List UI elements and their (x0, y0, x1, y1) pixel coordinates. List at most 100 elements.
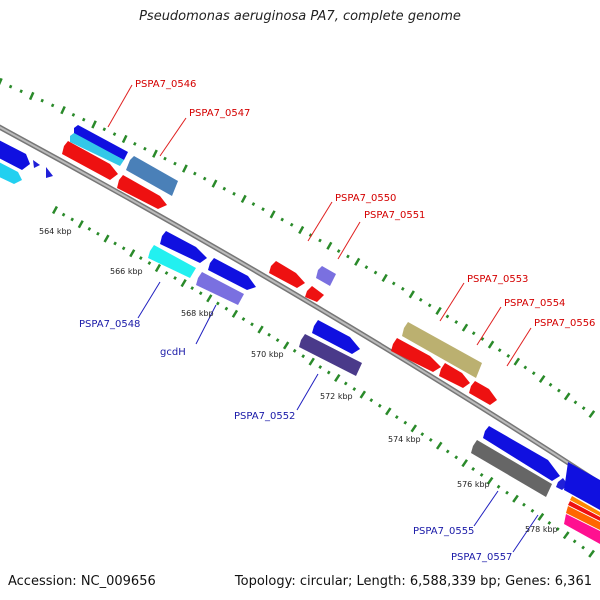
tick-mark (369, 398, 374, 403)
gene-label[interactable]: PSPA7_0554 (504, 298, 565, 309)
tick-mark (193, 171, 197, 176)
gene-arrow[interactable] (0, 138, 30, 170)
gene-arrow[interactable] (391, 338, 441, 372)
tick-mark (377, 403, 382, 408)
tick-mark (224, 306, 229, 311)
gene-arrow[interactable] (570, 496, 600, 516)
gene-arrow[interactable] (305, 286, 324, 302)
tick-mark (215, 301, 220, 306)
tick-mark (60, 105, 66, 115)
tick-mark (182, 164, 188, 173)
tick-mark (454, 455, 459, 460)
tick-mark (505, 490, 509, 495)
tick-mark (138, 256, 143, 261)
gene-arrow[interactable] (564, 462, 600, 510)
tick-mark (555, 527, 560, 532)
tick-mark (408, 290, 415, 299)
tick-mark (496, 484, 501, 489)
tick-mark (222, 186, 227, 191)
gene-arrow[interactable] (568, 501, 600, 521)
tick-mark (121, 246, 126, 251)
gene-arrow[interactable] (483, 426, 560, 481)
tick-mark (581, 545, 586, 550)
tick-mark (394, 415, 399, 419)
gene-arrow[interactable] (402, 322, 482, 378)
accession-label: Accession: NC_009656 (8, 574, 156, 589)
tick-mark (81, 117, 86, 122)
tick-mark (202, 176, 207, 181)
gene-label[interactable]: PSPA7_0551 (364, 210, 425, 221)
gene-arrow[interactable] (312, 320, 360, 354)
tick-mark (354, 257, 361, 266)
gene-arrow[interactable] (299, 334, 362, 376)
gene-label[interactable]: PSPA7_0546 (135, 79, 196, 90)
tick-mark (267, 332, 271, 337)
gene-arrow[interactable] (70, 133, 124, 166)
tick-label: 568 kbp (181, 309, 214, 318)
gene-arrow[interactable] (269, 261, 305, 288)
tick-mark (381, 273, 388, 283)
map-title: Pseudomonas aeruginosa PA7, complete gen… (139, 9, 461, 24)
gene-arrow[interactable] (0, 160, 22, 184)
tick-mark (77, 220, 84, 229)
tick-mark (163, 156, 167, 161)
tick-rings (0, 77, 596, 558)
tick-mark (522, 502, 526, 507)
tick-mark (537, 512, 545, 521)
tick-mark (102, 127, 107, 132)
gene-arrow[interactable] (196, 272, 244, 305)
gene-arrow[interactable] (208, 258, 256, 290)
gene-label[interactable]: PSPA7_0550 (335, 193, 396, 204)
tick-mark (51, 205, 59, 215)
tick-mark (445, 449, 450, 454)
tick-mark (461, 323, 469, 332)
gene-arrow[interactable] (439, 363, 470, 388)
tick-mark (480, 336, 485, 341)
tick-mark (385, 407, 392, 416)
tick-mark (403, 420, 408, 425)
tick-mark (28, 91, 35, 101)
gene-arrow[interactable] (62, 141, 118, 180)
gene-label[interactable]: PSPA7_0547 (189, 108, 250, 119)
tick-mark (428, 437, 433, 442)
tick-mark (435, 441, 443, 450)
gene-arrow[interactable] (469, 381, 497, 405)
gene-arrow[interactable] (160, 231, 207, 263)
tick-mark (334, 373, 341, 383)
tick-label: 574 kbp (388, 435, 421, 444)
gene-label[interactable]: PSPA7_0553 (467, 274, 528, 285)
gene-arrow[interactable] (117, 175, 167, 209)
gene-arrow[interactable] (46, 167, 53, 178)
tick-mark (241, 317, 246, 321)
gene-label[interactable]: PSPA7_0557 (451, 552, 512, 563)
tick-mark (211, 179, 218, 188)
gene-label[interactable]: PSPA7_0555 (413, 526, 474, 537)
gene-arrow[interactable] (316, 266, 336, 286)
tick-mark (479, 472, 484, 477)
tick-mark (280, 217, 285, 222)
tick-mark (292, 348, 297, 353)
gene-label[interactable]: PSPA7_0552 (234, 411, 295, 422)
gene-arrow[interactable] (33, 160, 40, 168)
gene-arrow[interactable] (564, 514, 600, 544)
tick-mark (547, 520, 552, 525)
gene-arrow[interactable] (126, 156, 178, 196)
tick-mark (70, 217, 75, 222)
tick-mark (298, 225, 305, 235)
gene-label[interactable]: PSPA7_0556 (534, 318, 595, 329)
tick-mark (588, 549, 595, 558)
gene-label[interactable]: PSPA7_0548 (79, 319, 140, 330)
tick-mark (352, 387, 357, 391)
tick-mark (257, 325, 264, 334)
tick-mark (289, 222, 294, 227)
gene-arrow[interactable] (471, 440, 552, 497)
tick-label: 566 kbp (110, 267, 143, 276)
tick-mark (301, 354, 306, 359)
tick-mark (563, 392, 571, 401)
gene-arrow[interactable] (148, 245, 196, 278)
gene-arrow[interactable] (74, 125, 128, 160)
tick-mark (0, 77, 3, 86)
gene-arrow[interactable] (566, 506, 600, 530)
gene-label[interactable]: gcdH (160, 347, 186, 358)
tick-mark (269, 210, 276, 219)
